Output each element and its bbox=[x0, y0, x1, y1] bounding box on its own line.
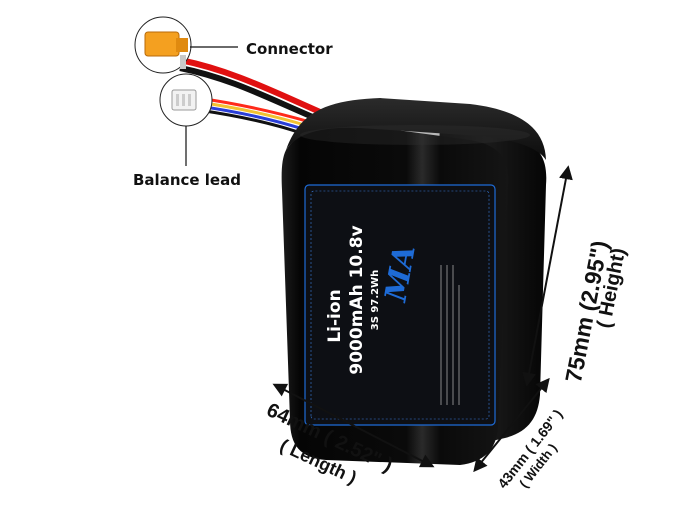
label-chemistry: Li-ion bbox=[325, 289, 345, 342]
length-arrow bbox=[272, 383, 435, 468]
label-capacity-voltage: 9000mAh 10.8v bbox=[347, 225, 367, 374]
battery-top bbox=[286, 98, 546, 160]
label-config-energy: 3S 97.2Wh bbox=[370, 270, 381, 330]
xt-connector bbox=[134, 16, 192, 74]
width-arrow bbox=[473, 377, 550, 473]
power-wires bbox=[179, 57, 322, 121]
balance-wires bbox=[197, 96, 311, 136]
connector-callout: Connector bbox=[246, 40, 333, 58]
balance-lead-callout: Balance lead bbox=[133, 171, 241, 189]
balance-connector bbox=[159, 73, 213, 127]
height-arrow bbox=[522, 165, 573, 387]
